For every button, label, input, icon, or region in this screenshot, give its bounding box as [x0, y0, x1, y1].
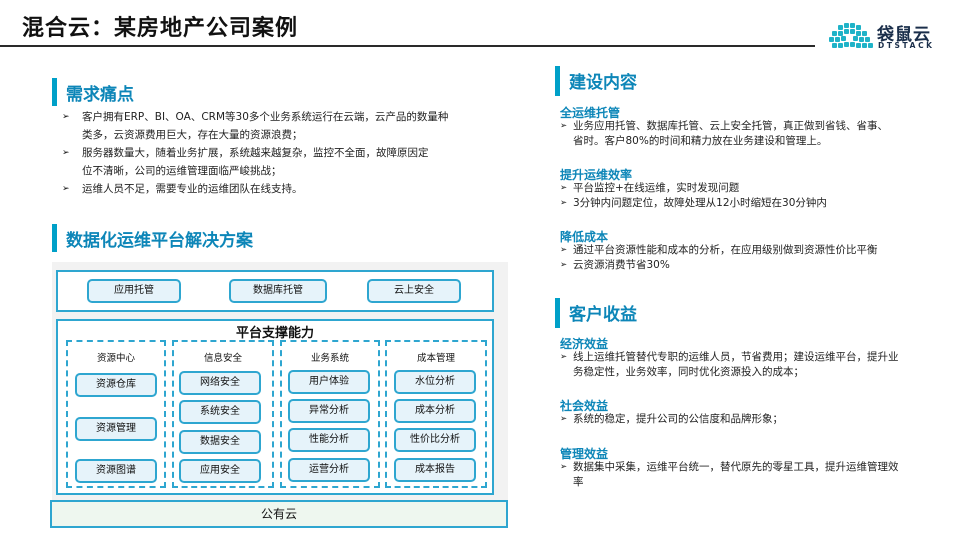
heading-accent-bar [555, 66, 560, 96]
build-group-list: ➢通过平台资源性能和成本的分析，在应用级别做到资源性价比平衡 ➢云资源消费节省3… [560, 243, 950, 273]
build-group-list: ➢业务应用托管、数据库托管、云上安全托管，真正做到省钱、省事、 省时。客户80%… [560, 119, 950, 149]
column-title: 业务系统 [310, 353, 349, 364]
list-item-continuation: 位不清晰，公司的运维管理面临严峻挑战； [82, 165, 282, 177]
public-cloud-layer: 公有云 [50, 500, 508, 528]
column-title: 成本管理 [416, 353, 455, 364]
column-cost-management [385, 340, 487, 488]
list-item: ➢客户拥有ERP、BI、OA、CRM等30多个业务系统运行在云端，云产品的数量种 [60, 108, 500, 126]
pill-resource-graph: 资源图谱 [75, 459, 157, 483]
benefit-group-title: 管理效益 [560, 447, 609, 461]
list-item: ➢数据集中采集，运维平台统一，替代原先的零星工具，提升运维管理效 [560, 461, 899, 473]
pill-water-level-analysis: 水位分析 [394, 370, 476, 394]
list-item-continuation: 省时。客户80%的时间和精力放在业务建设和管理上。 [573, 135, 828, 147]
arrow-bullet-icon: ➢ [560, 352, 568, 362]
list-item: ➢业务应用托管、数据库托管、云上安全托管，真正做到省钱、省事、 [560, 120, 888, 132]
solution-heading: 数据化运维平台解决方案 [52, 224, 352, 252]
list-item: ➢云资源消费节省30% [560, 259, 670, 271]
benefit-group-title: 经济效益 [560, 337, 609, 351]
arrow-bullet-icon: ➢ [560, 462, 568, 472]
heading-accent-bar [555, 298, 560, 328]
benefit-group-list: ➢线上运维托管替代专职的运维人员，节省费用；建设运维平台，提升业 务稳定性，业务… [560, 350, 950, 380]
heading-accent-bar [52, 224, 57, 252]
pill-anomaly-analysis: 异常分析 [288, 399, 370, 423]
column-resource-center [66, 340, 166, 488]
arrow-bullet-icon: ➢ [62, 184, 70, 194]
pill-cost-report: 成本报告 [394, 458, 476, 482]
benefit-group-title: 社会效益 [560, 399, 609, 413]
pill-cost-analysis: 成本分析 [394, 399, 476, 423]
arrow-bullet-icon: ➢ [560, 121, 568, 131]
arrow-bullet-icon: ➢ [62, 148, 70, 158]
arrow-bullet-icon: ➢ [62, 112, 70, 122]
cloud-logo-icon [829, 23, 873, 48]
arrow-bullet-icon: ➢ [560, 183, 568, 193]
title-divider [0, 45, 815, 47]
benefit-heading: 客户收益 [555, 298, 755, 328]
build-group-title: 全运维托管 [560, 106, 621, 120]
pill-performance-analysis: 性能分析 [288, 428, 370, 452]
demand-heading: 需求痛点 [52, 78, 252, 106]
list-item: ➢3分钟内问题定位，故障处理从12小时缩短在30分钟内 [560, 197, 827, 209]
arrow-bullet-icon: ➢ [560, 198, 568, 208]
build-group-title: 降低成本 [560, 230, 609, 244]
pill-value-analysis: 性价比分析 [394, 428, 476, 452]
list-item: ➢服务器数量大，随着业务扩展，系统越来越复杂，监控不全面，故障原因定 [60, 144, 500, 162]
heading-accent-bar [52, 78, 57, 106]
pill-data-security: 数据安全 [179, 430, 261, 454]
pill-db-hosting: 数据库托管 [229, 279, 327, 303]
build-group-list: ➢平台监控+在线运维，实时发现问题 ➢3分钟内问题定位，故障处理从12小时缩短在… [560, 181, 950, 211]
list-item-continuation: 务稳定性，业务效率，同时优化资源投入的成本； [573, 366, 804, 378]
column-business-system [280, 340, 380, 488]
platform-title: 平台支撑能力 [235, 326, 314, 341]
pill-operation-analysis: 运营分析 [288, 458, 370, 482]
arrow-bullet-icon: ➢ [560, 245, 568, 255]
demand-list: ➢客户拥有ERP、BI、OA、CRM等30多个业务系统运行在云端，云产品的数量种… [60, 108, 500, 198]
logo-text-en: DTSTACK [878, 41, 935, 50]
arrow-bullet-icon: ➢ [560, 414, 568, 424]
pill-user-experience: 用户体验 [288, 370, 370, 394]
benefit-group-list: ➢系统的稳定，提升公司的公信度和品牌形象； [560, 412, 950, 427]
list-item: ➢通过平台资源性能和成本的分析，在应用级别做到资源性价比平衡 [560, 244, 878, 256]
pill-system-security: 系统安全 [179, 400, 261, 424]
pill-cloud-security: 云上安全 [367, 279, 461, 303]
column-title: 信息安全 [203, 353, 242, 364]
build-heading: 建设内容 [555, 66, 755, 96]
list-item: ➢运维人员不足，需要专业的运维团队在线支持。 [60, 180, 500, 198]
build-group-title: 提升运维效率 [560, 168, 633, 182]
list-item-continuation: 率 [573, 476, 584, 488]
column-title: 资源中心 [96, 353, 135, 364]
page-title: 混合云：某房地产公司案例 [22, 15, 299, 41]
arrow-bullet-icon: ➢ [560, 260, 568, 270]
list-item: ➢线上运维托管替代专职的运维人员，节省费用；建设运维平台，提升业 [560, 351, 899, 363]
pill-network-security: 网络安全 [179, 371, 261, 395]
pill-resource-repo: 资源仓库 [75, 373, 157, 397]
pill-resource-mgmt: 资源管理 [75, 417, 157, 441]
list-item: ➢系统的稳定，提升公司的公信度和品牌形象； [560, 413, 783, 425]
pill-app-security: 应用安全 [179, 459, 261, 483]
pill-app-hosting: 应用托管 [87, 279, 181, 303]
benefit-group-list: ➢数据集中采集，运维平台统一，替代原先的零星工具，提升运维管理效 率 [560, 460, 950, 490]
list-item: ➢平台监控+在线运维，实时发现问题 [560, 182, 740, 194]
column-info-security [172, 340, 274, 488]
brand-logo: 袋鼠云 DTSTACK [828, 20, 953, 54]
logo-text-cn: 袋鼠云 [877, 25, 931, 45]
list-item-continuation: 类多，云资源费用巨大，存在大量的资源浪费； [82, 129, 303, 141]
